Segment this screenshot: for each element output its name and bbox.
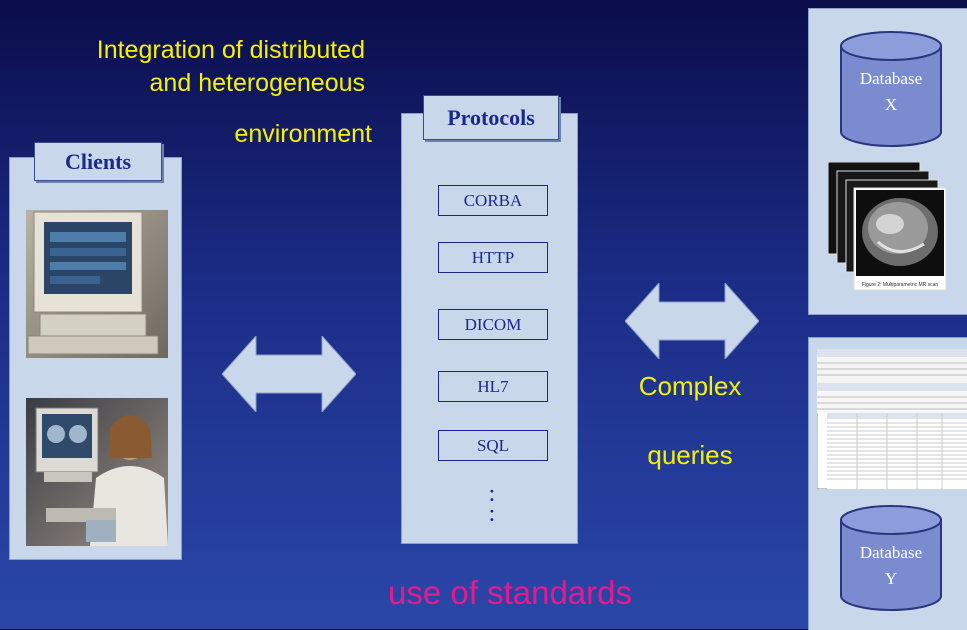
protocol-dicom: DICOM — [438, 309, 548, 340]
protocol-hl7: HL7 — [438, 371, 548, 402]
person-at-computer-image — [26, 398, 168, 546]
diagram-title: Integration of distributed and heterogen… — [0, 34, 372, 148]
database-x-cylinder: Database X — [840, 31, 942, 147]
protocols-more-dots: : : — [482, 481, 502, 527]
query-results-table-image — [817, 349, 967, 489]
database-y-letter: Y — [885, 569, 897, 588]
queries-label: queries — [647, 440, 733, 470]
database-y-title: Database — [860, 543, 922, 562]
use-of-standards-caption: use of standards — [388, 574, 632, 611]
complex-label: Complex — [638, 371, 742, 401]
database-x-letter: X — [885, 95, 897, 114]
protocol-sql: SQL — [438, 430, 548, 461]
mr-scan-caption: Figure 2: Multiparametric MR scan — [862, 282, 939, 288]
dot-1: : — [488, 481, 496, 507]
clients-label: Clients — [34, 142, 162, 181]
database-y-cylinder: Database Y — [840, 505, 942, 611]
protocol-corba: CORBA — [438, 185, 548, 216]
mr-scan-stack-image: Figure 2: Multiparametric MR scan — [828, 162, 947, 291]
clients-protocols-arrow — [222, 336, 356, 412]
title-line-3: environment — [234, 120, 372, 148]
protocol-http: HTTP — [438, 242, 548, 273]
database-x-title: Database — [860, 69, 922, 88]
computer-monitor-image — [26, 210, 168, 358]
protocols-databases-arrow — [625, 283, 759, 359]
protocols-label: Protocols — [423, 95, 559, 140]
title-line-1: Integration of distributed — [96, 36, 365, 64]
dot-2: : — [488, 501, 496, 527]
title-line-2: and heterogeneous — [149, 69, 365, 97]
